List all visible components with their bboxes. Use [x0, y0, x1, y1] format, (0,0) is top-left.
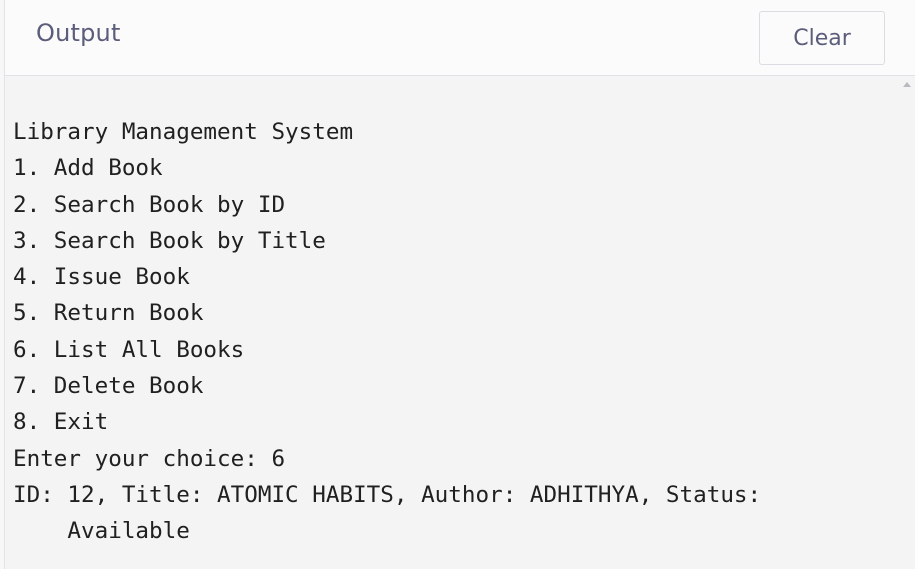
console-line: 2. Search Book by ID: [13, 191, 286, 218]
console-line: Enter your choice: 6: [13, 445, 286, 472]
console-output: Library Management System 1. Add Book 2. S…: [13, 114, 761, 550]
console-line: Available: [13, 518, 190, 545]
console-line: 6. List All Books: [13, 336, 245, 363]
console-line: 3. Search Book by Title: [13, 227, 326, 254]
console-line: 7. Delete Book: [13, 373, 204, 400]
scroll-up-arrow-icon[interactable]: [903, 82, 911, 87]
clear-button[interactable]: Clear: [759, 11, 885, 65]
console-line: Library Management System: [13, 119, 354, 145]
console-line: 1. Add Book: [13, 155, 163, 182]
console-line: 4. Issue Book: [13, 264, 190, 291]
console-line: ID: 12, Title: ATOMIC HABITS, Author: AD…: [13, 481, 762, 508]
output-panel: Output Clear Library Management System 1.…: [4, 0, 915, 569]
output-header: Output Clear: [5, 0, 915, 76]
console-line: 5. Return Book: [13, 300, 204, 327]
console-line: 8. Exit: [13, 409, 109, 436]
output-title: Output: [36, 19, 121, 47]
output-console-area[interactable]: Library Management System 1. Add Book 2. S…: [5, 76, 915, 569]
